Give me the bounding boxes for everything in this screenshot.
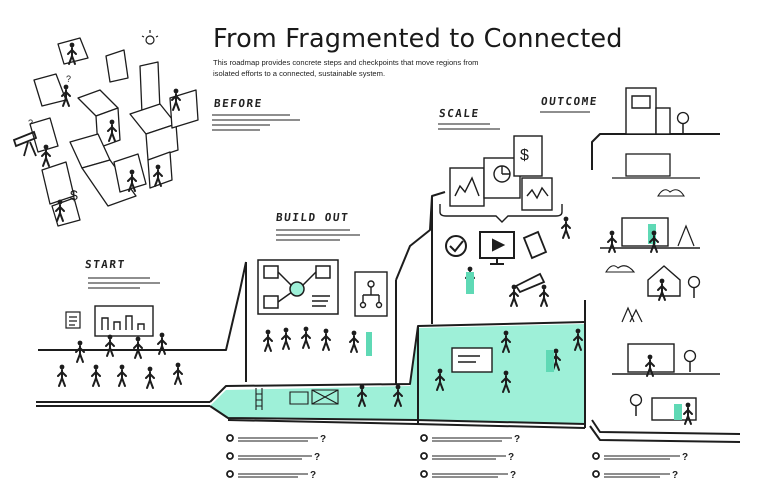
start-whiteboard	[94, 305, 154, 337]
checkpoint-line	[432, 473, 508, 478]
checkpoint-line	[432, 437, 512, 442]
checkpoint-question-mark: ?	[510, 470, 516, 481]
checkpoint-line	[238, 437, 318, 442]
checkpoint-circle-icon	[420, 470, 428, 478]
cloud-icon	[657, 189, 685, 197]
outcome-clinic-icon	[600, 217, 700, 249]
checkpoint-question-mark: ?	[672, 470, 678, 481]
outcome-home-icon	[612, 343, 720, 375]
checkpoint-circle-icon	[592, 452, 600, 460]
checkpoint-circle-icon	[226, 470, 234, 478]
fragmented-blocks-cluster	[29, 37, 199, 227]
highlighted-person	[466, 272, 474, 294]
lightbulb-icon	[141, 30, 159, 45]
cloud-icon	[605, 265, 636, 273]
map-icon	[257, 259, 339, 315]
megaphone-icon	[514, 272, 546, 294]
roadway-outline	[209, 133, 741, 443]
pine-tree-icon	[677, 224, 695, 247]
checkmark-icon	[445, 235, 467, 257]
scale-text-lines	[438, 123, 500, 130]
checkpoint-circle-icon	[226, 434, 234, 442]
scale-bracket	[439, 204, 563, 223]
build-out-text-lines	[276, 229, 360, 241]
outcome-shop-icon	[612, 153, 700, 179]
checkpoint-question-mark: ?	[514, 434, 520, 445]
pine-tree-icon	[621, 306, 643, 323]
checkpoint-question-mark: ?	[508, 452, 514, 463]
before-text-lines	[212, 114, 300, 131]
question-mark-icon: ?	[28, 118, 33, 128]
telescope-icon	[12, 130, 38, 157]
checkpoint-circle-icon	[420, 452, 428, 460]
start-text-lines	[88, 277, 160, 289]
checkpoint-line	[238, 455, 312, 460]
checkpoint-lists: ????????	[226, 434, 688, 481]
scale-documents: $	[449, 135, 553, 211]
start-road	[36, 349, 210, 407]
scale-whiteboard	[451, 347, 493, 373]
checkpoint-line	[604, 455, 680, 460]
checkpoint-line	[238, 473, 308, 478]
highlighted-person	[546, 350, 554, 372]
highlighted-person	[674, 404, 682, 420]
question-mark-icon: ?	[66, 74, 71, 84]
outcome-people	[607, 229, 693, 425]
dollar-icon: $	[70, 187, 78, 203]
highlighted-person	[366, 332, 372, 356]
checkpoint-question-mark: ?	[310, 470, 316, 481]
start-people	[57, 331, 183, 389]
org-chart-icon	[354, 271, 388, 317]
checkpoint-question-mark: ?	[320, 434, 326, 445]
play-icon	[479, 231, 515, 265]
outcome-building-icon	[625, 87, 671, 135]
page-subtitle: This roadmap provides concrete steps and…	[213, 58, 479, 78]
start-notepad-icon	[65, 311, 81, 329]
checkpoint-question-mark: ?	[314, 452, 320, 463]
checkpoint-circle-icon	[592, 470, 600, 478]
page-title: From Fragmented to Connected	[213, 24, 623, 54]
checkpoint-line	[604, 473, 670, 478]
checkpoint-circle-icon	[226, 452, 234, 460]
document-icon	[522, 230, 548, 260]
build-out-ladder-icons	[255, 388, 339, 410]
dollar-icon: $	[520, 147, 529, 164]
checkpoint-line	[432, 455, 506, 460]
checkpoint-question-mark: ?	[682, 452, 688, 463]
checkpoint-circle-icon	[420, 434, 428, 442]
